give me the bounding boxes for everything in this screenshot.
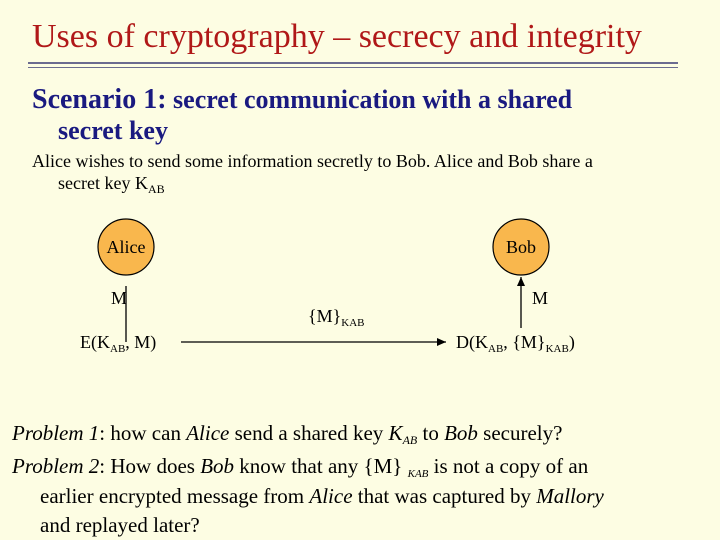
scenario-heading: Scenario 1: secret communication with a … bbox=[32, 84, 572, 116]
scenario-heading-cont: secret key bbox=[58, 116, 168, 145]
description-line-1: Alice wishes to send some information se… bbox=[32, 151, 593, 171]
problem-2-line-1: Problem 2: How does Bob know that any {M… bbox=[12, 454, 589, 480]
problem-1: Problem 1: how can Alice send a shared k… bbox=[12, 421, 563, 447]
encrypt-label: E(KAB, M) bbox=[80, 332, 156, 355]
ciphertext-label: {M}KAB bbox=[308, 306, 365, 329]
problem-2-line-2: earlier encrypted message from Alice tha… bbox=[40, 484, 604, 508]
description-line-2: secret key KAB bbox=[58, 173, 165, 196]
alice-node bbox=[97, 218, 155, 276]
slide-title: Uses of cryptography – secrecy and integ… bbox=[32, 18, 642, 55]
bob-label: Bob bbox=[506, 237, 536, 257]
alice-message: M bbox=[111, 288, 127, 308]
bob-node bbox=[492, 218, 550, 276]
title-rule-thin bbox=[28, 67, 678, 68]
decrypt-label: D(KAB, {M}KAB) bbox=[456, 332, 575, 355]
description-text: secret key K bbox=[58, 173, 148, 193]
problem-2-line-3: and replayed later? bbox=[40, 513, 200, 537]
title-rule-thick bbox=[28, 62, 678, 64]
alice-label: Alice bbox=[107, 237, 146, 257]
scenario-text: secret communication with a shared bbox=[166, 85, 573, 114]
bob-message: M bbox=[532, 288, 548, 308]
key-subscript: AB bbox=[147, 182, 165, 196]
scenario-prefix: Scenario 1: bbox=[32, 84, 167, 115]
